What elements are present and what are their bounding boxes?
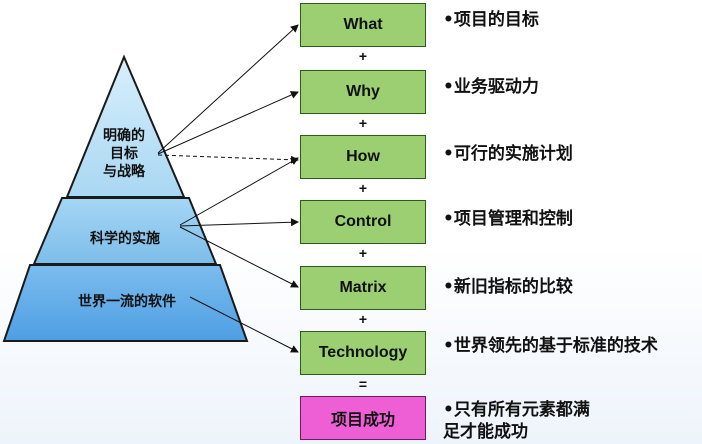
desc-result: •只有所有元素都满 足才能成功	[443, 400, 590, 442]
operator-equals: =	[358, 376, 368, 392]
box-why: Why	[300, 70, 426, 114]
operator-plus-2: +	[358, 115, 368, 131]
operator-plus-1: +	[358, 48, 368, 64]
operator-plus-3: +	[358, 180, 368, 196]
pyramid-bottom-label: 世界一流的软件	[78, 294, 176, 310]
desc-how: •可行的实施计划	[443, 144, 573, 164]
desc-matrix: •新旧指标的比较	[443, 277, 573, 297]
arrow-middle-to-control	[179, 218, 299, 227]
arrow-bottom-to-technology	[189, 296, 299, 353]
operator-plus-5: +	[358, 311, 368, 327]
pyramid-top-label: 明确的 目标 与战略	[103, 128, 145, 180]
operator-plus-4: +	[358, 245, 368, 261]
desc-control: •项目管理和控制	[443, 209, 573, 229]
desc-why: •业务驱动力	[443, 77, 539, 97]
box-what: What	[300, 3, 426, 47]
pyramid-bottom-tier	[2, 264, 249, 342]
pyramid-middle-label: 科学的实施	[90, 231, 160, 247]
box-matrix: Matrix	[300, 266, 426, 310]
arrow-middle-to-matrix	[179, 226, 299, 288]
arrow-top-to-how-dashed	[157, 154, 299, 164]
arrow-middle-to-how	[179, 157, 299, 226]
box-control: Control	[300, 200, 426, 244]
arrow-top-to-what	[157, 24, 299, 154]
box-technology: Technology	[300, 331, 426, 375]
desc-technology: •世界领先的基于标准的技术	[443, 336, 658, 356]
box-result: 项目成功	[300, 396, 426, 440]
box-how: How	[300, 135, 426, 179]
arrow-top-to-why	[157, 91, 299, 155]
desc-what: •项目的目标	[443, 10, 539, 30]
